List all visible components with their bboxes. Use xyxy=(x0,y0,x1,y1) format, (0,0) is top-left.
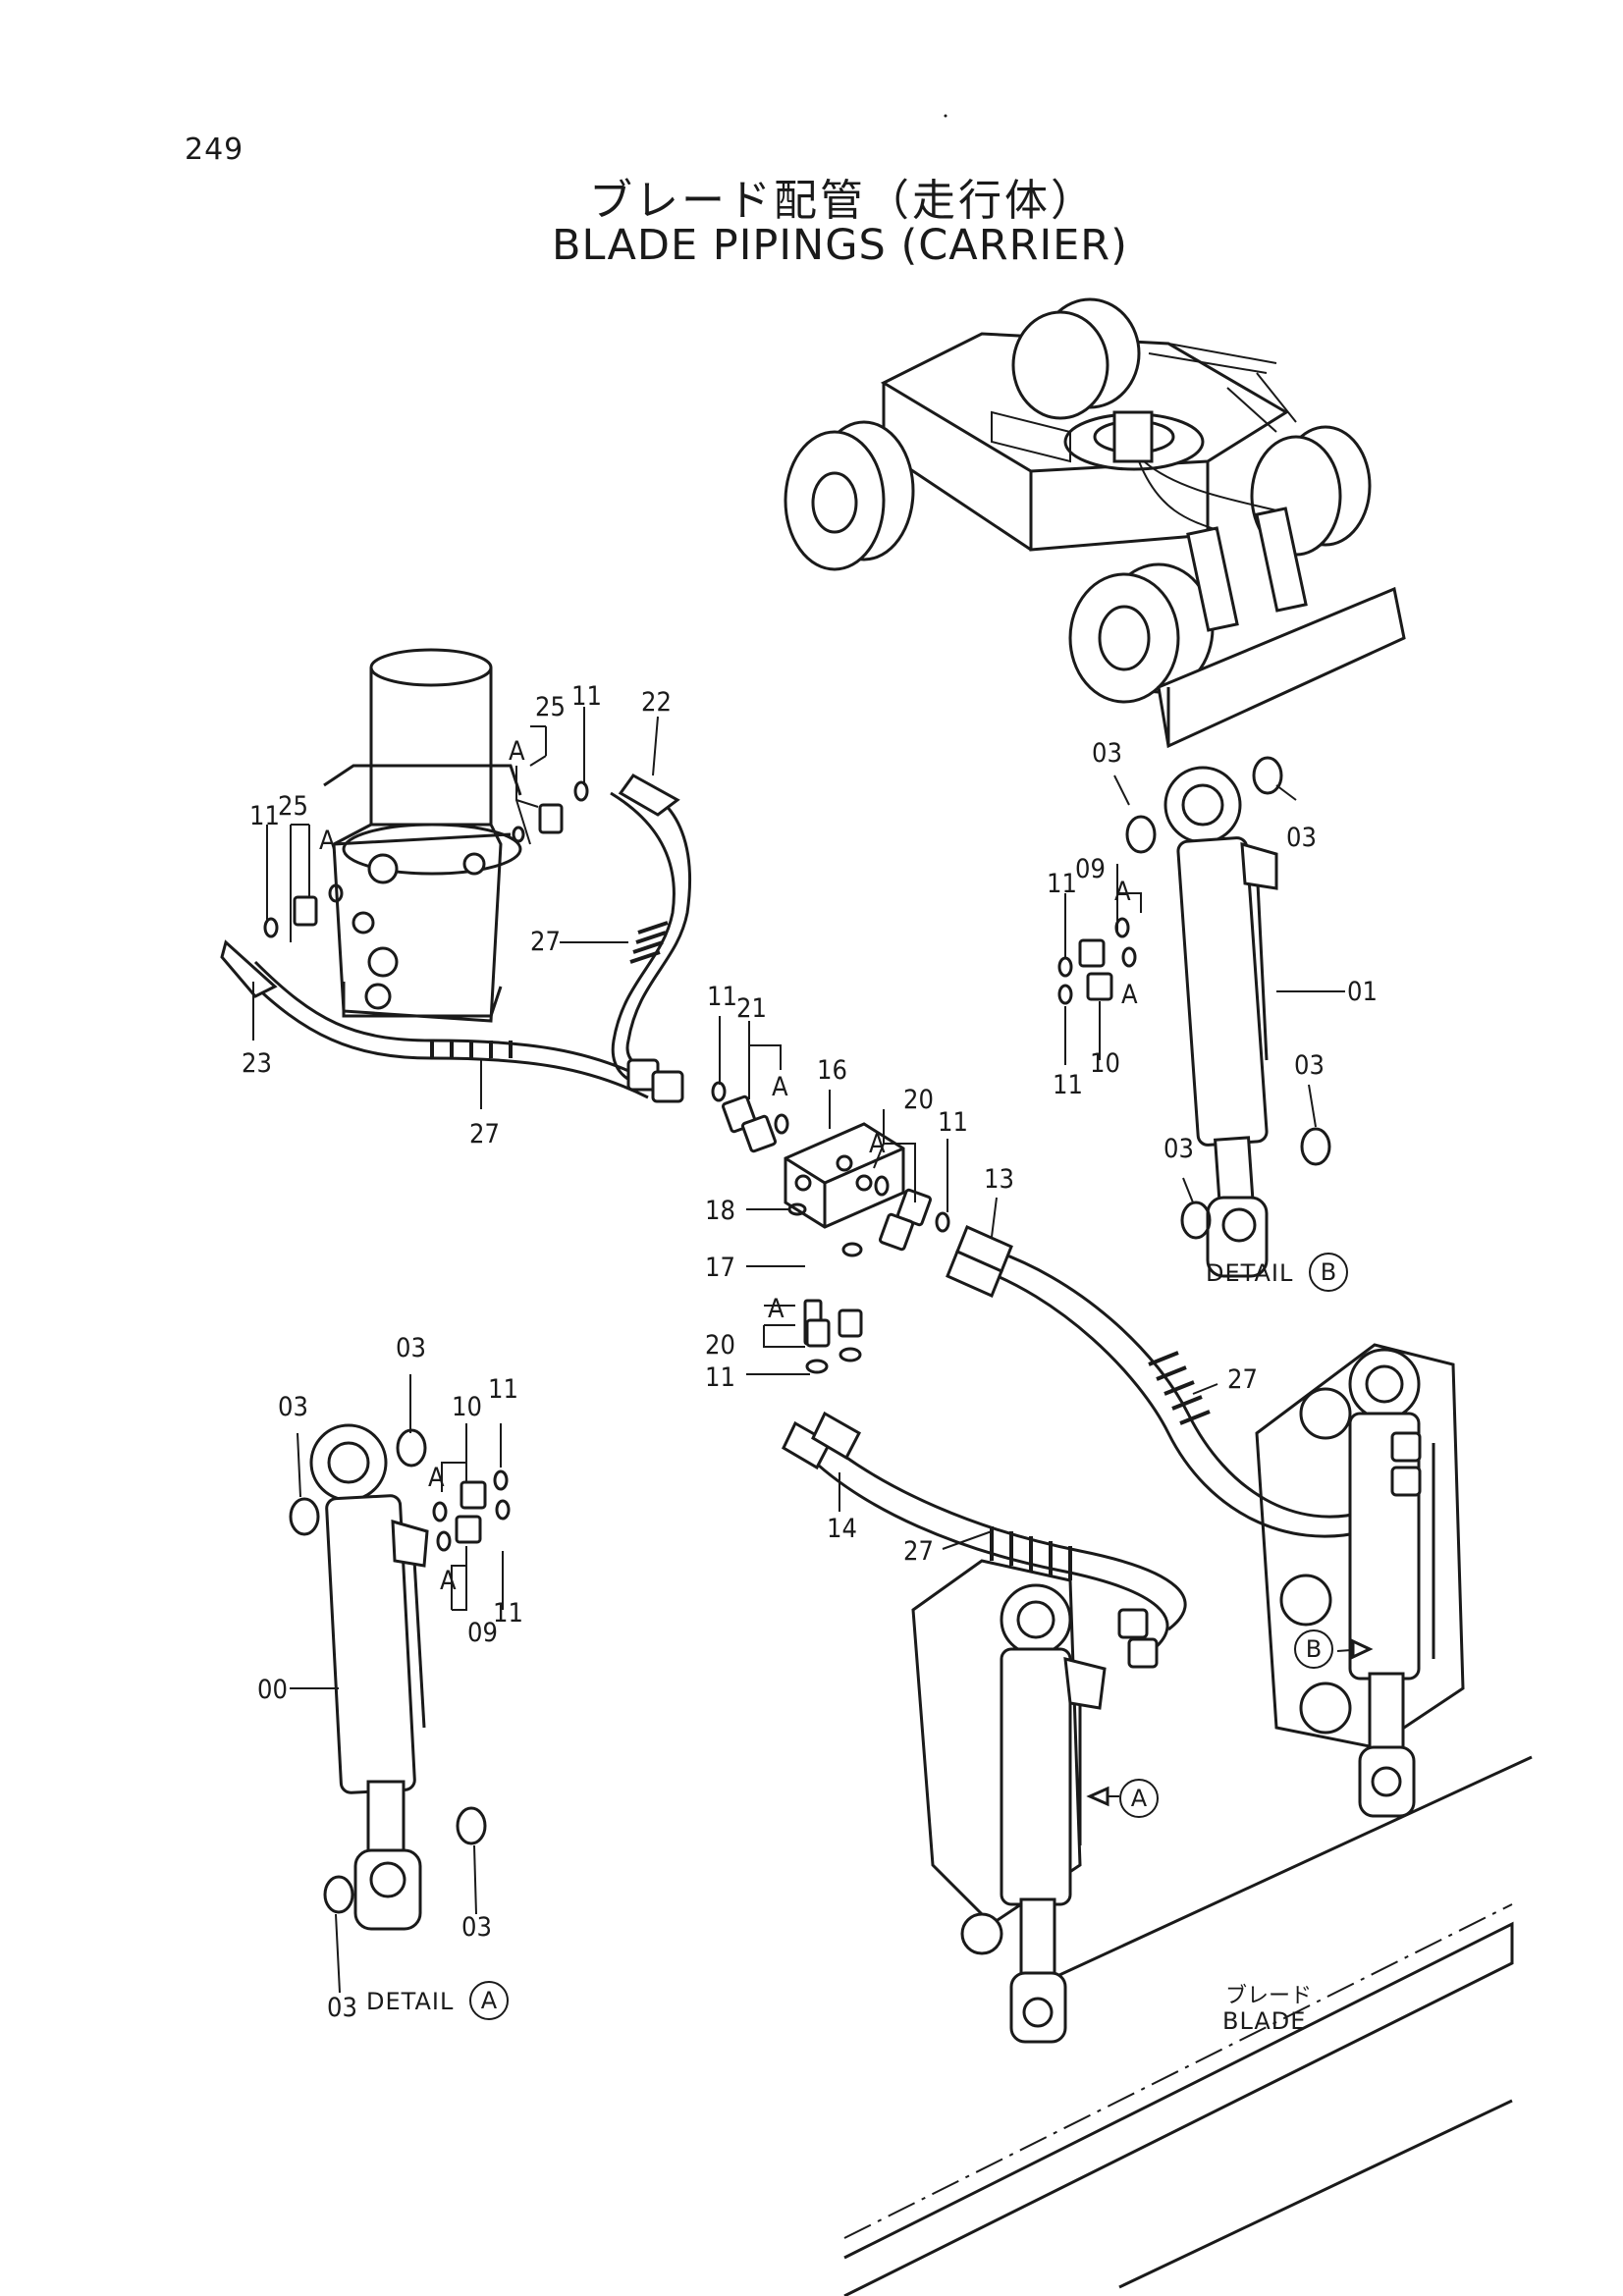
callout-09: 09 xyxy=(467,1618,498,1648)
hose-13-27 xyxy=(946,1224,1366,1538)
fitting-group-valve xyxy=(711,1081,950,1374)
reference-b-mark: B xyxy=(1294,1629,1333,1669)
callout-27: 27 xyxy=(530,927,561,957)
carrier-illustration xyxy=(784,297,1406,749)
callout-03: 03 xyxy=(278,1392,308,1422)
callout-11: 11 xyxy=(571,681,602,712)
callout-a: A xyxy=(319,826,336,856)
callout-22: 22 xyxy=(641,687,672,718)
callout-11: 11 xyxy=(1053,1070,1083,1100)
center-swivel-joint xyxy=(323,648,522,1023)
callout-11: 11 xyxy=(705,1362,735,1393)
callout-13: 13 xyxy=(984,1164,1014,1195)
callout-03: 03 xyxy=(1092,738,1122,769)
detail-b-cylinder xyxy=(1163,766,1278,1278)
callout-09: 09 xyxy=(1075,854,1106,884)
valve-block-16 xyxy=(784,1122,905,1229)
detail-a-label: DETAIL xyxy=(366,1988,455,2015)
callout-a: A xyxy=(869,1129,886,1159)
fitting-group-swivel xyxy=(263,780,589,938)
callout-11: 11 xyxy=(493,1598,523,1629)
detail-b-mark: B xyxy=(1309,1253,1348,1292)
blade-cylinder-a xyxy=(1000,1583,1107,2044)
blade-label-en: BLADE xyxy=(1222,2007,1307,2035)
hose-23-27 xyxy=(220,939,684,1103)
callout-a: A xyxy=(440,1566,457,1596)
callout-27: 27 xyxy=(469,1119,500,1149)
callout-20: 20 xyxy=(705,1330,735,1361)
detail-a-seals xyxy=(289,1428,511,1914)
callout-21: 21 xyxy=(736,993,767,1024)
carrier-wheel xyxy=(1011,297,1141,420)
callout-27: 27 xyxy=(1227,1364,1258,1395)
callout-a: A xyxy=(509,736,525,767)
callout-11: 11 xyxy=(707,982,737,1012)
callout-10: 10 xyxy=(1090,1048,1120,1079)
callout-18: 18 xyxy=(705,1196,735,1226)
detail-a-cylinder xyxy=(309,1423,429,1931)
blade-assembly xyxy=(843,1343,1533,2296)
callout-a: A xyxy=(768,1294,784,1324)
detail-b-label: DETAIL xyxy=(1206,1259,1294,1287)
detail-b-seals xyxy=(1057,756,1331,1240)
callout-03: 03 xyxy=(327,1993,357,2023)
callout-00: 00 xyxy=(257,1675,288,1705)
title-japanese: ブレード配管（走行体） xyxy=(589,176,1097,226)
hose-14-27 xyxy=(782,1411,1187,1669)
callout-27: 27 xyxy=(903,1536,934,1567)
detail-a-mark: A xyxy=(469,1981,509,2020)
callout-11: 11 xyxy=(1047,869,1077,899)
callout-03: 03 xyxy=(461,1912,492,1943)
callout-16: 16 xyxy=(817,1055,847,1086)
callout-11: 11 xyxy=(249,801,280,831)
callout-20: 20 xyxy=(903,1085,934,1115)
title-english: BLADE PIPINGS (CARRIER) xyxy=(552,221,1128,270)
callout-a: A xyxy=(428,1463,445,1493)
callout-03: 03 xyxy=(396,1333,426,1363)
callout-03: 03 xyxy=(1163,1134,1194,1164)
callout-03: 03 xyxy=(1294,1050,1325,1081)
stray-dot xyxy=(944,114,947,118)
callout-03: 03 xyxy=(1286,823,1317,853)
callout-17: 17 xyxy=(705,1253,735,1283)
hose-22-27 xyxy=(610,774,691,1087)
callout-10: 10 xyxy=(452,1392,482,1422)
callout-11: 11 xyxy=(938,1107,968,1138)
callout-25: 25 xyxy=(535,692,566,722)
page-number: 249 xyxy=(185,133,244,167)
leader-lines xyxy=(252,707,1374,1994)
callout-23: 23 xyxy=(242,1048,272,1079)
callout-a: A xyxy=(772,1072,788,1102)
carrier-wheel xyxy=(784,420,915,571)
callout-14: 14 xyxy=(827,1514,857,1544)
callout-a: A xyxy=(1114,877,1131,907)
callout-25: 25 xyxy=(278,791,308,822)
callout-a: A xyxy=(1121,980,1138,1010)
blade-cylinder-b xyxy=(1348,1348,1435,1818)
callout-01: 01 xyxy=(1347,977,1378,1007)
blade-label-jp: ブレード xyxy=(1225,1984,1313,2008)
reference-a-mark: A xyxy=(1119,1779,1159,1818)
callout-11: 11 xyxy=(488,1374,518,1405)
